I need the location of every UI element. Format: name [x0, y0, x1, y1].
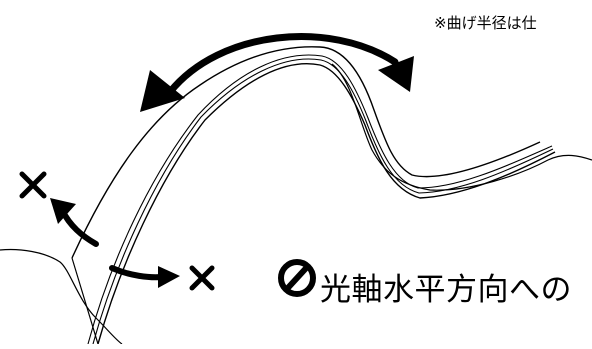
cross-mark-lower-icon — [189, 265, 215, 291]
side-arrow-right-icon — [109, 265, 165, 281]
prohibited-icon — [278, 259, 316, 297]
strip-left-band — [71, 257, 99, 345]
side-arrow-right-head-icon — [158, 266, 180, 288]
bend-radius-note: ※曲げ半径は仕 — [434, 14, 537, 32]
strip-core-line-2 — [92, 58, 554, 345]
right-surface-outline — [331, 63, 592, 191]
cross-mark-upper-icon — [19, 171, 47, 199]
strip-edge-inner — [97, 63, 556, 345]
optical-axis-caption: 光軸水平方向への — [320, 272, 572, 308]
bend-arrow-head-right-icon — [378, 56, 414, 92]
bend-arc-arrow-icon — [166, 33, 399, 96]
left-surface-outline — [0, 248, 123, 345]
side-arrow-up-head-icon — [50, 198, 76, 224]
strip-core-line-1 — [87, 54, 553, 345]
bend-arrow-head-left-icon — [140, 70, 185, 112]
side-arrow-up-icon — [59, 207, 99, 247]
strip-edge-outer — [71, 46, 541, 259]
